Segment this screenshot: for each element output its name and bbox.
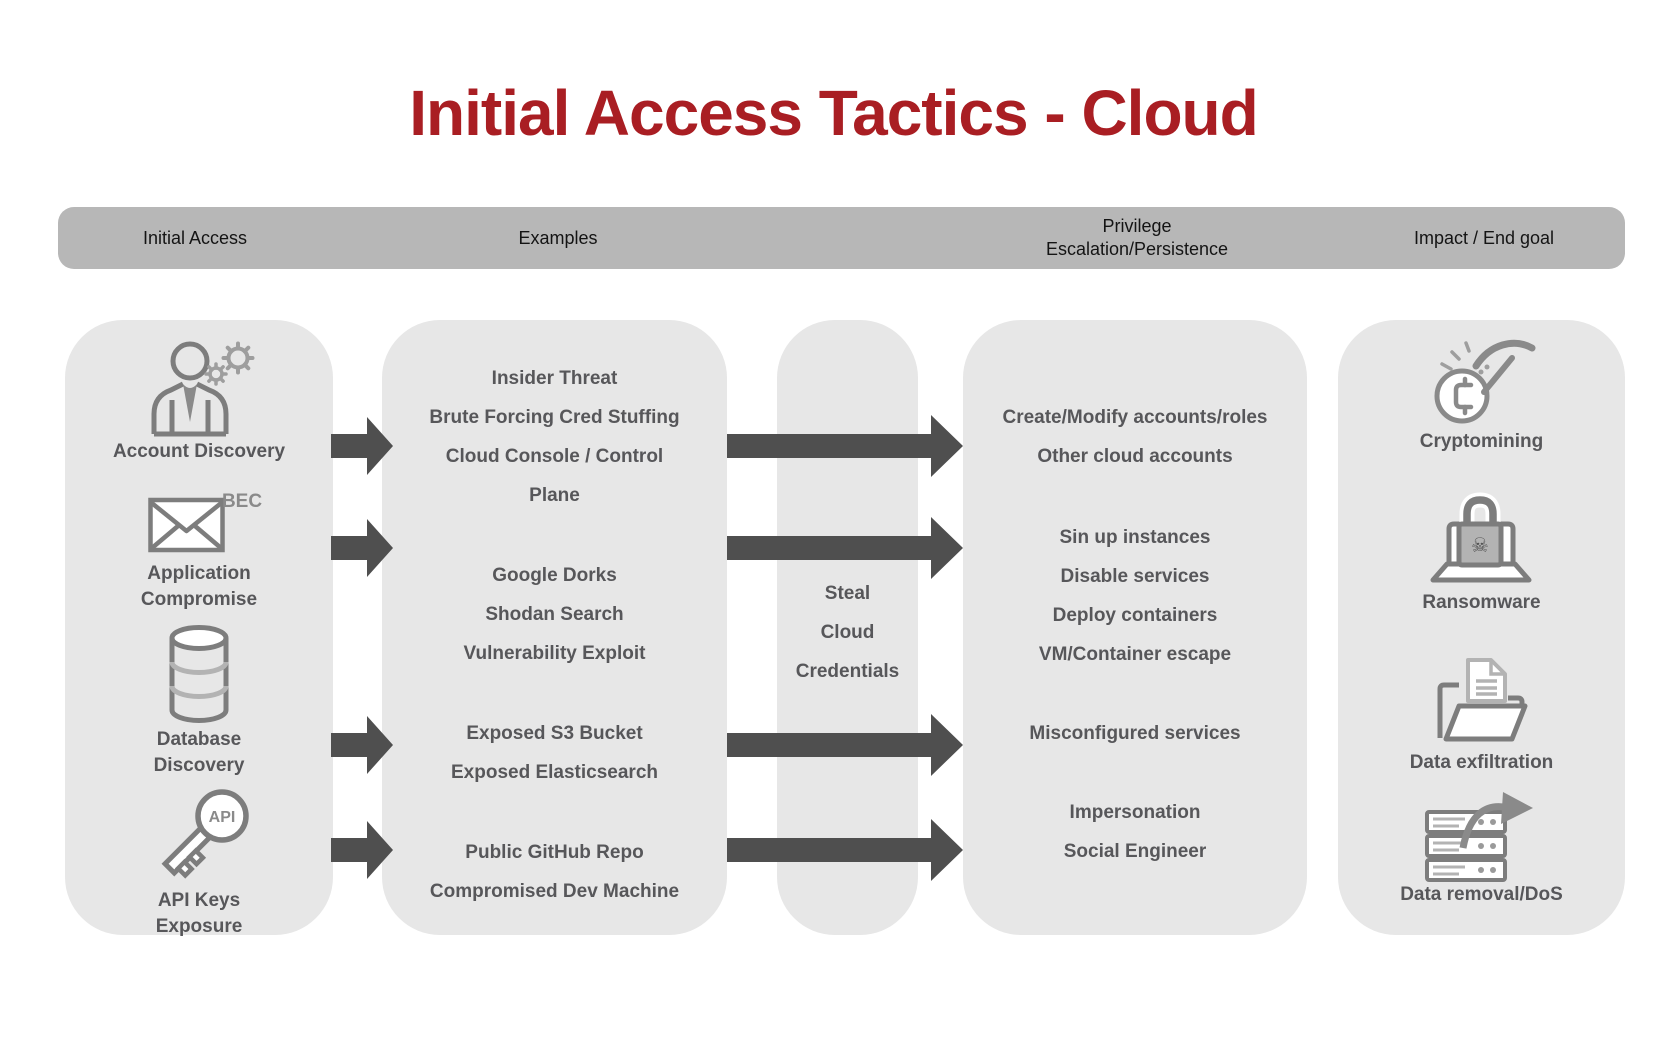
privilege-group-3: Misconfigured services: [1029, 723, 1241, 744]
flow-arrow-long-4: [727, 819, 963, 881]
examples-group-2: Google Dorks Shodan Search Vulnerability…: [463, 565, 646, 664]
page-title: Initial Access Tactics - Cloud: [409, 77, 1258, 149]
item-label-api-keys-exposure: API Keys Exposure: [155, 890, 243, 937]
column-examples: [382, 320, 727, 935]
server-arrow-icon: [1425, 792, 1533, 882]
item-label-ransomware: Ransomware: [1422, 592, 1541, 613]
item-label-database-discovery: Database Discovery: [153, 729, 245, 776]
flow-arrow-short-2: [331, 519, 393, 577]
column-privilege: [963, 320, 1307, 935]
folder-doc-icon: [1437, 658, 1528, 742]
steal-credentials-label: Steal Cloud Credentials: [795, 583, 900, 682]
flow-arrow-short-4: [331, 821, 393, 879]
flow-arrow-long-1: [727, 415, 963, 477]
item-label-application-compromise: Application Compromise: [140, 563, 258, 610]
header-impact: Impact / End goal: [1413, 227, 1555, 248]
header-bar: Initial Access Examples Privilege Escala…: [58, 207, 1625, 269]
laptop-lock-icon: ☠: [1430, 492, 1532, 583]
header-initial-access: Initial Access: [142, 227, 248, 248]
flow-arrow-short-1: [331, 417, 393, 475]
item-label-cryptomining: Cryptomining: [1419, 431, 1544, 452]
database-icon: [169, 625, 229, 723]
privilege-group-4: Impersonation Social Engineer: [1063, 802, 1207, 862]
item-label-account-discovery: Account Discovery: [112, 441, 286, 462]
pickaxe-coin-icon: [1434, 339, 1536, 424]
key-api-icon: API: [161, 789, 249, 879]
privilege-group-1: Create/Modify accounts/roles Other cloud…: [1002, 407, 1268, 467]
examples-group-3: Exposed S3 Bucket Exposed Elasticsearch: [451, 723, 658, 783]
item-label-data-exfiltration: Data exfiltration: [1409, 752, 1554, 773]
header-examples: Examples: [518, 227, 598, 248]
privilege-group-2: Sin up instances Disable services Deploy…: [1038, 527, 1232, 665]
envelope-bec-icon: BEC: [148, 491, 262, 553]
examples-group-1: Insider Threat Brute Forcing Cred Stuffi…: [429, 368, 680, 506]
header-privilege: Privilege Escalation/Persistence: [1045, 216, 1229, 259]
flow-arrow-short-3: [331, 716, 393, 774]
person-gears-icon: [151, 341, 255, 437]
flow-arrow-long-3: [727, 714, 963, 776]
bec-badge: BEC: [222, 491, 262, 512]
api-badge: API: [209, 809, 236, 826]
flow-arrow-long-2: [727, 517, 963, 579]
examples-group-4: Public GitHub Repo Compromised Dev Machi…: [429, 842, 680, 902]
column-steal-credentials: [777, 320, 918, 935]
skull-glyph: ☠: [1471, 535, 1489, 557]
item-label-data-removal-dos: Data removal/DoS: [1400, 884, 1563, 905]
